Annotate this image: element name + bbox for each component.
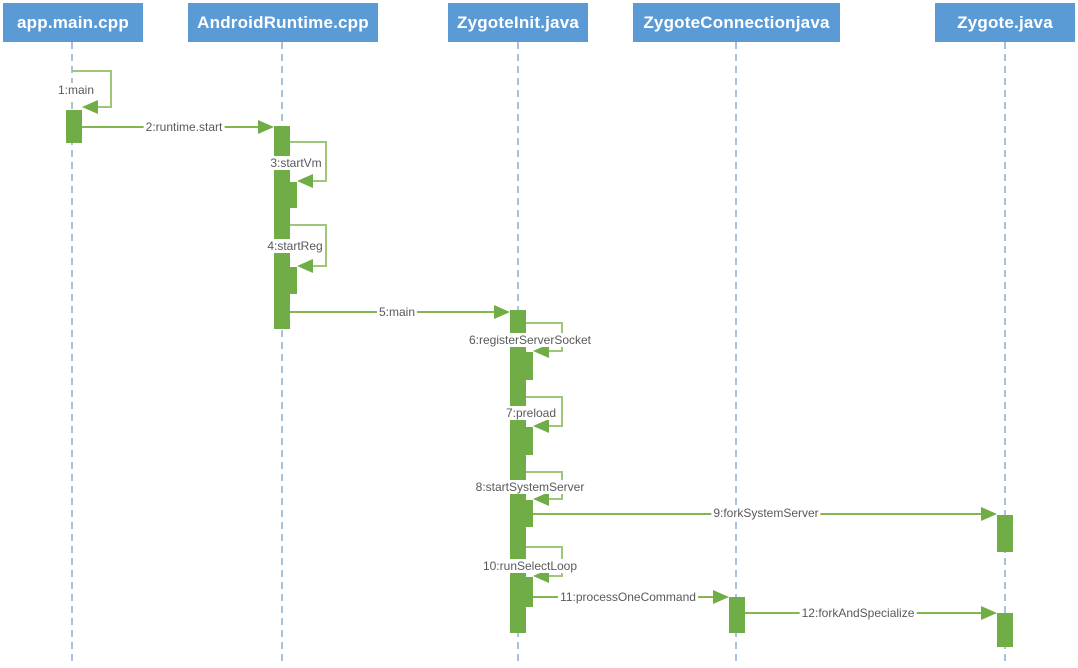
message-7-loop-vertical-line xyxy=(561,396,563,427)
activation-app-main-main xyxy=(66,110,82,143)
message-6-arrowhead-icon xyxy=(533,344,549,358)
actor-label: app.main.cpp xyxy=(17,12,129,32)
message-3-arrowhead-icon xyxy=(297,174,313,188)
actor-box-zygote-connection-java: ZygoteConnectionjava xyxy=(633,3,840,42)
activation-zygote-connection-process-one-command xyxy=(729,597,745,633)
activation-zygote-init-register-server-socket xyxy=(518,352,533,380)
actor-box-zygote-java: Zygote.java xyxy=(935,3,1075,42)
activation-android-runtime-startvm xyxy=(282,182,297,208)
message-4-arrowhead-icon xyxy=(297,259,313,273)
message-7-label: 7:preload xyxy=(503,406,559,420)
message-6-loop-bottom-line xyxy=(549,350,563,352)
message-7-loop-bottom-line xyxy=(549,425,563,427)
message-8-arrowhead-icon xyxy=(533,492,549,506)
message-1-loop-top-line xyxy=(72,70,112,72)
message-8-label: 8:startSystemServer xyxy=(473,480,587,494)
message-5-arrowhead-icon xyxy=(494,305,510,319)
message-6-loop-top-line xyxy=(525,322,563,324)
actor-box-app-main-cpp: app.main.cpp xyxy=(3,3,143,42)
message-3-loop-vertical-line xyxy=(325,141,327,182)
message-11-arrowhead-icon xyxy=(713,590,729,604)
message-9-arrowhead-icon xyxy=(981,507,997,521)
actor-box-zygote-init-java: ZygoteInit.java xyxy=(448,3,588,42)
message-9-label: 9:forkSystemServer xyxy=(711,506,821,520)
message-1-loop-vertical-line xyxy=(110,70,112,107)
lifeline-zygote-connection-java xyxy=(735,42,737,662)
message-6-label: 6:registerServerSocket xyxy=(466,333,594,347)
message-1-loop-bottom-line xyxy=(98,106,112,108)
message-12-label: 12:forkAndSpecialize xyxy=(799,606,917,620)
message-3-loop-bottom-line xyxy=(313,180,327,182)
message-8-loop-top-line xyxy=(525,471,563,473)
activation-zygote-fork-system-server xyxy=(997,515,1013,552)
lifeline-android-runtime-cpp xyxy=(281,42,283,662)
message-10-loop-bottom-line xyxy=(549,575,563,577)
message-5-label: 5:main xyxy=(376,305,418,319)
message-4-loop-top-line xyxy=(289,224,327,226)
message-7-loop-top-line xyxy=(525,396,563,398)
message-2-label: 2:runtime.start xyxy=(143,120,225,134)
activation-zygote-init-main xyxy=(510,310,526,633)
message-3-loop-top-line xyxy=(289,141,327,143)
message-1-arrowhead-icon xyxy=(82,100,98,114)
message-4-loop-vertical-line xyxy=(325,224,327,267)
actor-label: ZygoteConnectionjava xyxy=(643,12,830,32)
lifeline-app-main-cpp xyxy=(71,42,73,662)
message-2-arrowhead-icon xyxy=(258,120,274,134)
activation-zygote-fork-and-specialize xyxy=(997,613,1013,647)
actor-box-android-runtime-cpp: AndroidRuntime.cpp xyxy=(188,3,378,42)
actor-label: Zygote.java xyxy=(957,12,1053,32)
activation-android-runtime-startreg xyxy=(282,267,297,294)
message-1-label: 1:main xyxy=(55,83,97,97)
message-10-label: 10:runSelectLoop xyxy=(480,559,580,573)
actor-label: AndroidRuntime.cpp xyxy=(197,12,369,32)
message-8-loop-bottom-line xyxy=(549,498,563,500)
message-4-label: 4:startReg xyxy=(265,239,325,253)
message-10-loop-top-line xyxy=(525,546,563,548)
actor-label: ZygoteInit.java xyxy=(456,12,580,32)
activation-zygote-init-start-system-server xyxy=(518,500,533,527)
message-12-arrowhead-icon xyxy=(981,606,997,620)
activation-zygote-init-run-select-loop xyxy=(518,577,533,607)
activation-zygote-init-preload xyxy=(518,427,533,455)
message-3-label: 3:startVm xyxy=(268,156,324,170)
message-4-loop-bottom-line xyxy=(313,265,327,267)
message-11-label: 11:processOneCommand xyxy=(558,590,698,604)
message-7-arrowhead-icon xyxy=(533,419,549,433)
lifeline-zygote-java xyxy=(1004,42,1006,662)
